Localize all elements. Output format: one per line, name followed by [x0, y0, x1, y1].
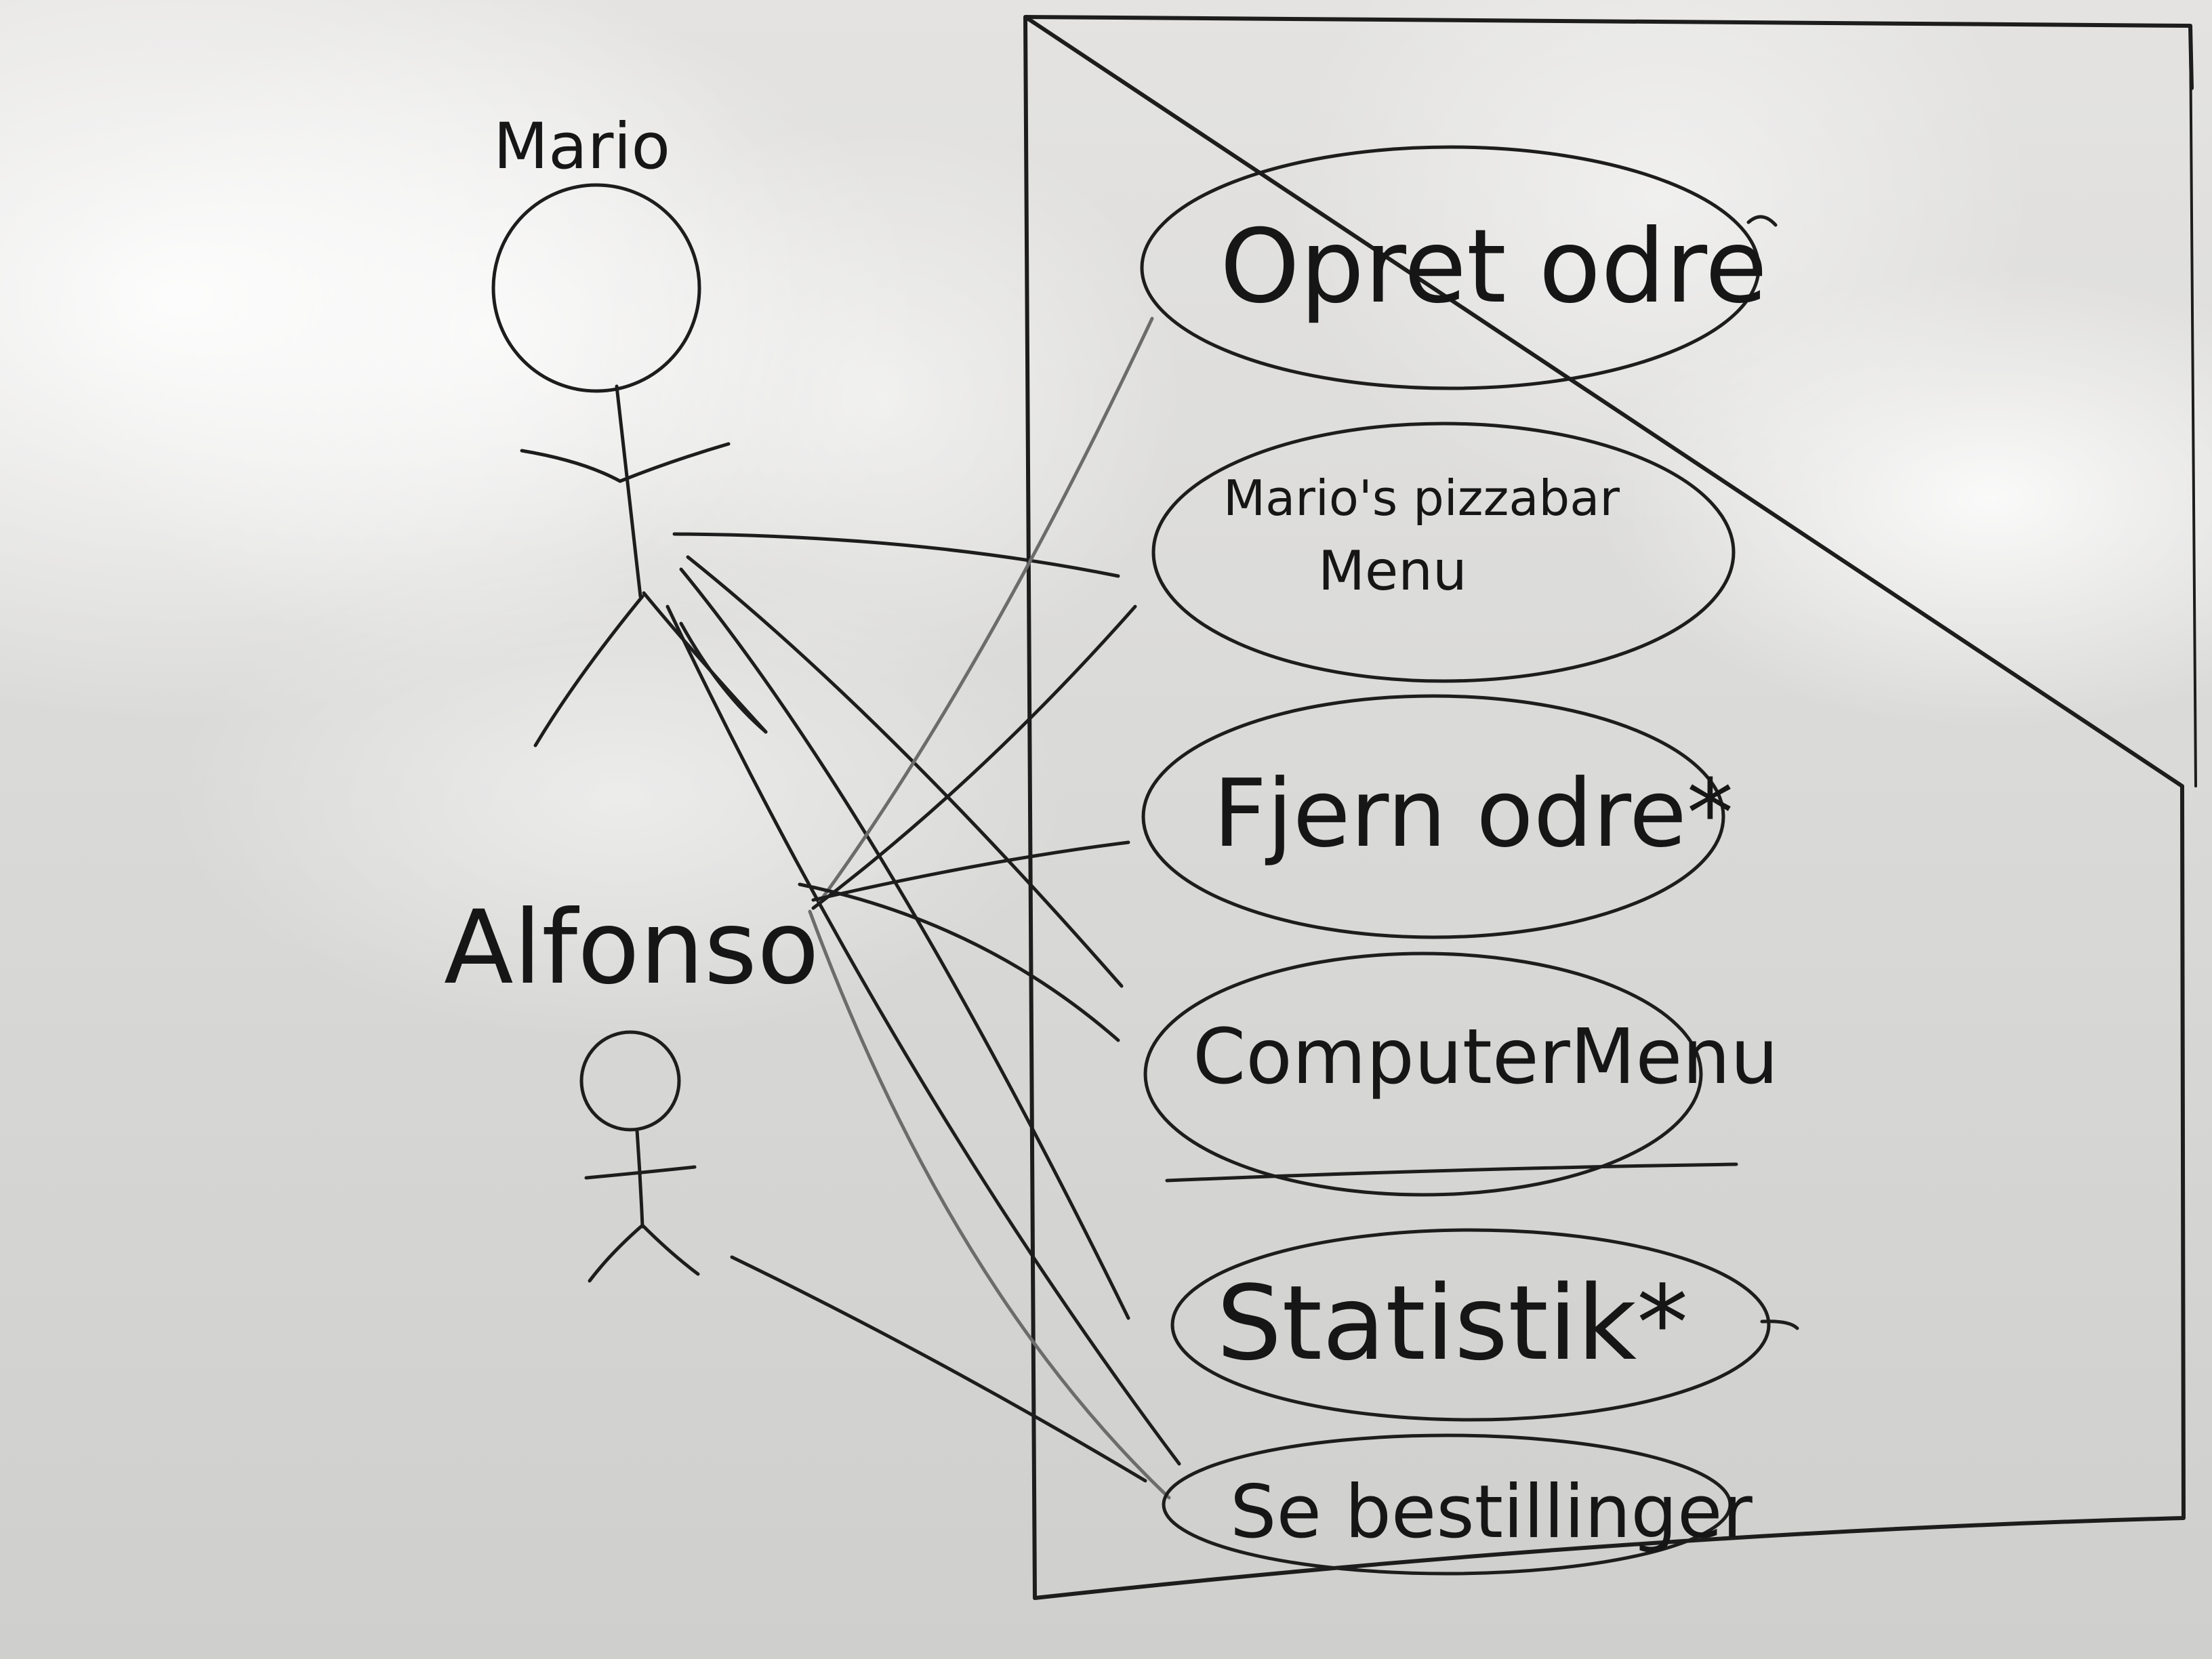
actor-alfonso-name: Alfonso [444, 889, 819, 1007]
actor-alfonso-head [579, 1030, 681, 1132]
system-boundary-right-edge [2189, 24, 2197, 787]
use-case-menu-oval [1151, 422, 1736, 683]
use-case-computer: ComputerMenu [1143, 951, 1778, 1197]
use-case-opret: Opret odre [1140, 145, 1778, 390]
use-case-computer-underline [1165, 1162, 1738, 1183]
association-mario-se [665, 605, 1181, 1466]
use-case-statistik-tail [1760, 1319, 1799, 1330]
use-case-statistik-label: Statistik* [1216, 1263, 1688, 1383]
use-case-computer-label: ComputerMenu [1193, 1013, 1778, 1101]
association-alfonso-se-2 [808, 909, 1171, 1500]
use-case-fjern-label: Fjern odre* [1213, 759, 1734, 868]
use-case-menu-label-2: Menu [1318, 539, 1467, 602]
use-case-opret-tail [1746, 215, 1778, 227]
use-case-menu-label-1: Mario's pizzabar [1223, 470, 1620, 527]
association-mario-menu [672, 532, 1120, 578]
actor-mario-head [491, 183, 701, 393]
use-case-se-oval [1162, 1433, 1732, 1576]
use-case-opret-oval [1140, 145, 1761, 390]
actor-mario: Mario [491, 110, 768, 747]
association-mario-computer [686, 555, 1124, 988]
actor-mario-name: Mario [493, 110, 670, 184]
association-alfonso-opret [818, 316, 1154, 903]
system-boundary [1023, 15, 2194, 1600]
use-case-opret-label: Opret odre [1220, 208, 1767, 326]
use-case-se-label: Se bestillinger [1230, 1470, 1753, 1555]
use-case-statistik: Statistik* [1170, 1228, 1799, 1422]
use-case-fjern: Fjern odre* [1141, 694, 1734, 939]
association-alfonso-menu [811, 605, 1137, 910]
use-case-computer-oval [1143, 951, 1703, 1197]
actor-alfonso: Alfonso [444, 889, 819, 1283]
use-case-statistik-oval [1170, 1228, 1771, 1422]
use-case-fjern-oval [1141, 694, 1725, 939]
actor-alfonso-body [584, 1128, 700, 1283]
use-case-menu: Mario's pizzabar Menu [1151, 422, 1736, 683]
association-alfonso-computer [798, 882, 1120, 1042]
associations [665, 316, 1181, 1500]
use-case-se: Se bestillinger [1162, 1433, 1753, 1576]
association-mario-statistik [679, 567, 1130, 1320]
association-alfonso-se [730, 1255, 1147, 1483]
actor-mario-body [520, 384, 768, 747]
association-alfonso-fjern [811, 840, 1130, 902]
